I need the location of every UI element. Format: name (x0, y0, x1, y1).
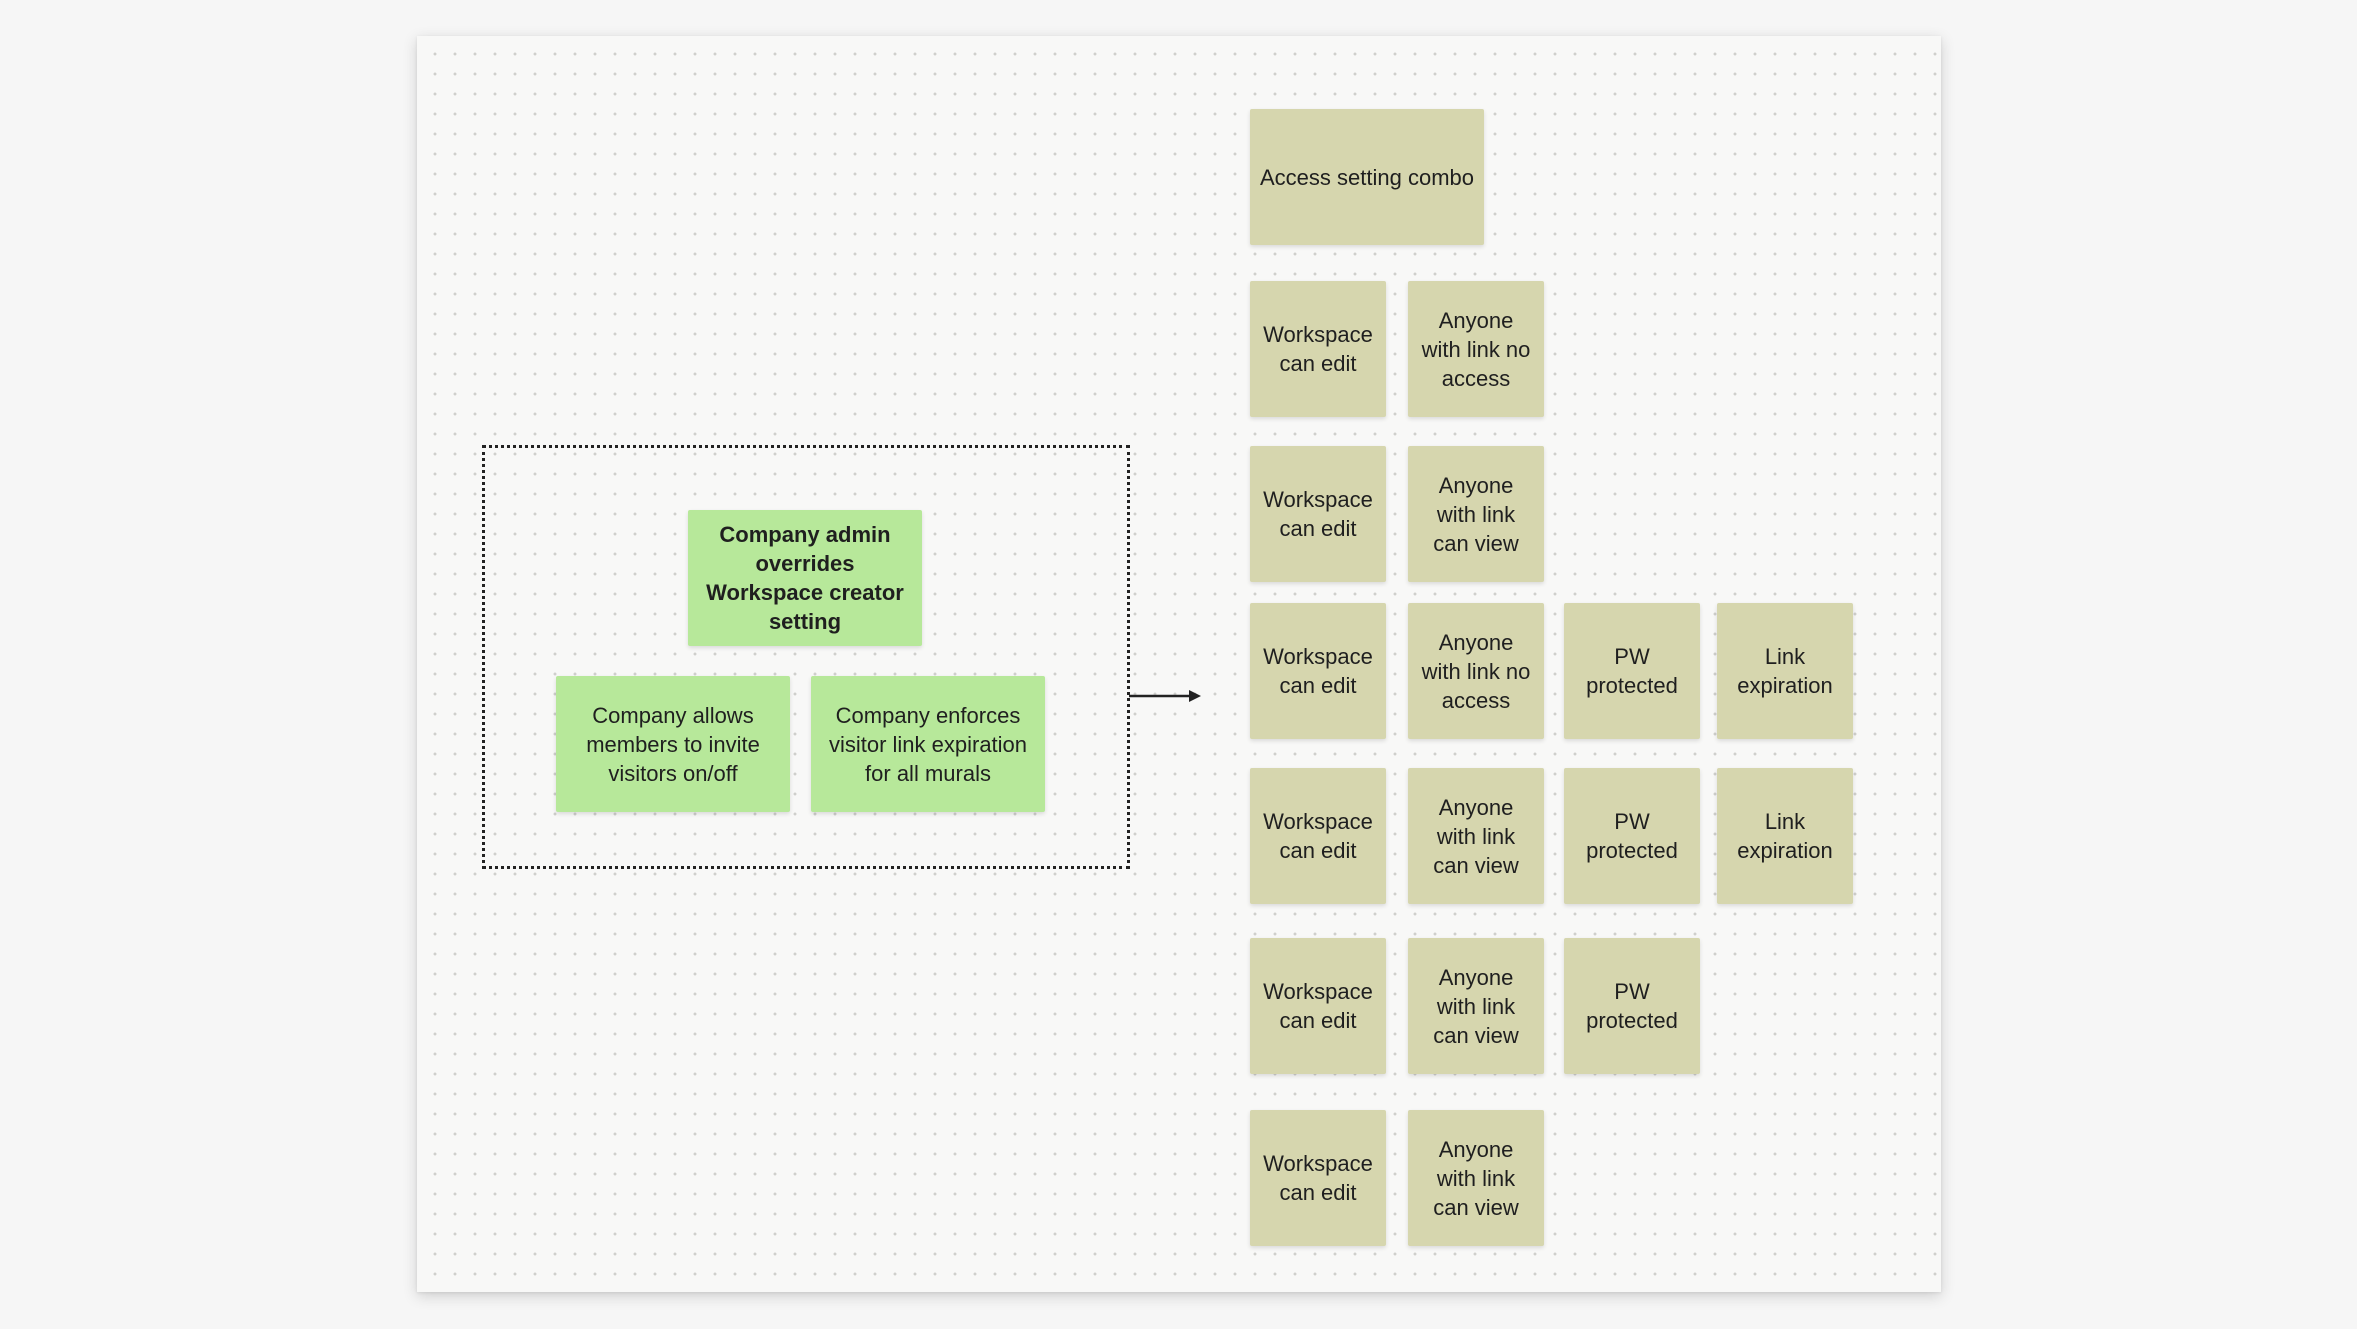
note-text: Anyone with link can view (1433, 1136, 1519, 1220)
note-text: Anyone with link can view (1433, 964, 1519, 1048)
workspace-can-edit-note[interactable]: Workspace can edit (1250, 603, 1386, 739)
link-expiration-note[interactable]: Link expiration (1717, 603, 1853, 739)
company-invite-visitors-note[interactable]: Company allows members to invite visitor… (556, 676, 790, 812)
note-text: Workspace can edit (1263, 979, 1373, 1033)
note-text: Anyone with link no access (1421, 629, 1531, 713)
note-text: PW protected (1586, 809, 1678, 863)
note-text: Workspace can edit (1263, 487, 1373, 541)
pw-protected-note[interactable]: PW protected (1564, 603, 1700, 739)
note-text: Anyone with link can view (1433, 794, 1519, 878)
workspace-can-edit-note[interactable]: Workspace can edit (1250, 446, 1386, 582)
note-text: Workspace can edit (1263, 1151, 1373, 1205)
workspace-can-edit-note[interactable]: Workspace can edit (1250, 281, 1386, 417)
workspace-can-edit-note[interactable]: Workspace can edit (1250, 938, 1386, 1074)
anyone-with-link-note[interactable]: Anyone with link no access (1408, 603, 1544, 739)
access-setting-combo-note[interactable]: Access setting combo (1250, 109, 1484, 245)
note-text: Link expiration (1737, 644, 1833, 698)
pw-protected-note[interactable]: PW protected (1564, 938, 1700, 1074)
access-setting-combo-text: Access setting combo (1260, 164, 1474, 190)
workspace-can-edit-note[interactable]: Workspace can edit (1250, 768, 1386, 904)
pw-protected-note[interactable]: PW protected (1564, 768, 1700, 904)
company-admin-override-text: Company admin overrides Workspace creato… (706, 522, 904, 634)
company-link-expiration-note[interactable]: Company enforces visitor link expiration… (811, 676, 1045, 812)
note-text: Anyone with link can view (1433, 472, 1519, 556)
anyone-with-link-note[interactable]: Anyone with link can view (1408, 446, 1544, 582)
anyone-with-link-note[interactable]: Anyone with link can view (1408, 1110, 1544, 1246)
note-text: Workspace can edit (1263, 322, 1373, 376)
connector-arrow[interactable] (1127, 686, 1207, 706)
company-admin-override-note[interactable]: Company admin overrides Workspace creato… (688, 510, 922, 646)
note-text: Workspace can edit (1263, 809, 1373, 863)
link-expiration-note[interactable]: Link expiration (1717, 768, 1853, 904)
anyone-with-link-note[interactable]: Anyone with link no access (1408, 281, 1544, 417)
note-text: Anyone with link no access (1421, 307, 1531, 391)
mural-canvas[interactable]: Company admin overrides Workspace creato… (417, 36, 1941, 1292)
anyone-with-link-note[interactable]: Anyone with link can view (1408, 938, 1544, 1074)
workspace-can-edit-note[interactable]: Workspace can edit (1250, 1110, 1386, 1246)
note-text: Workspace can edit (1263, 644, 1373, 698)
note-text: PW protected (1586, 979, 1678, 1033)
anyone-with-link-note[interactable]: Anyone with link can view (1408, 768, 1544, 904)
company-link-expiration-text: Company enforces visitor link expiration… (828, 702, 1028, 786)
group-frame[interactable] (482, 445, 1130, 869)
note-text: PW protected (1586, 644, 1678, 698)
note-text: Link expiration (1737, 809, 1833, 863)
company-invite-visitors-text: Company allows members to invite visitor… (586, 702, 760, 786)
